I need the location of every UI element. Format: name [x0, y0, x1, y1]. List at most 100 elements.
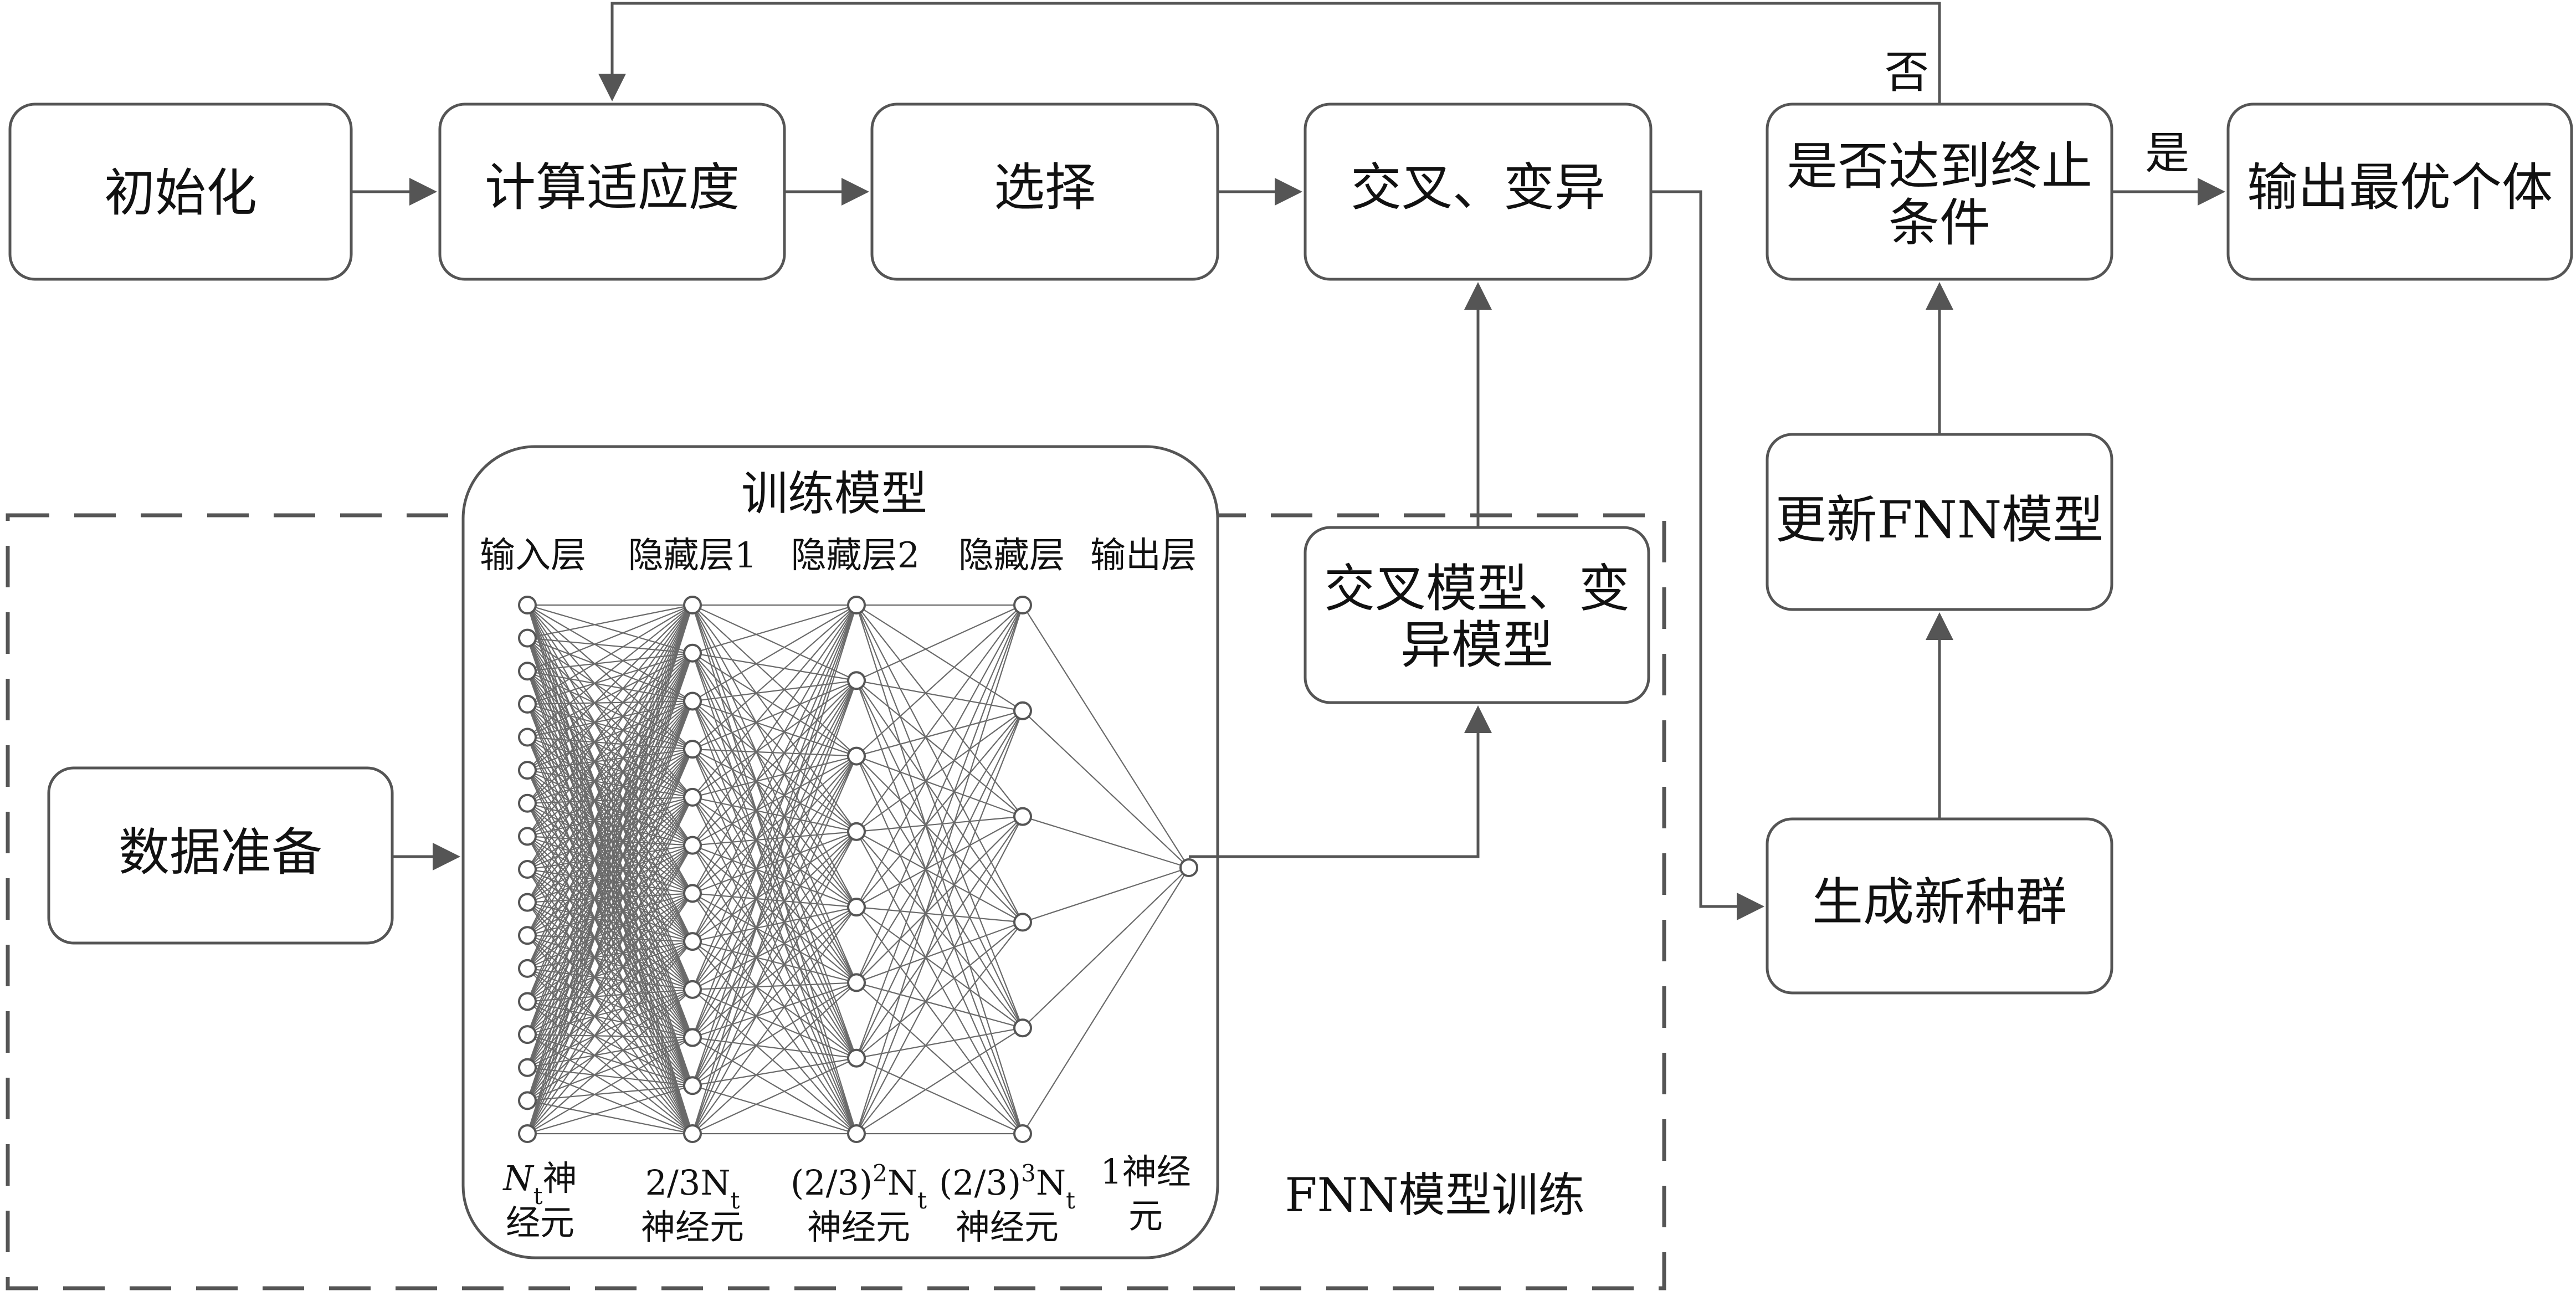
connection-l0-1-5: [527, 637, 693, 846]
connection-l1-6-1: [692, 680, 857, 894]
connection-l0-16-3: [526, 749, 694, 1134]
connection-l0-4-11: [526, 737, 694, 1134]
connection-l0-16-7: [527, 941, 693, 1134]
connection-l0-12-0: [526, 605, 694, 1002]
connection-l1-6-6: [692, 893, 857, 1059]
connection-l1-2-6: [692, 700, 857, 1059]
connection-l1-8-2: [692, 755, 857, 990]
connection-l1-0-6: [691, 605, 858, 1059]
connection-l1-4-1: [692, 680, 857, 798]
connection-l1-3-6: [692, 749, 857, 1059]
connection-l1-2-0: [692, 605, 857, 702]
connection-l1-4-5: [692, 797, 857, 983]
neuron-layer0-0: [518, 596, 537, 614]
connection-l0-15-1: [526, 653, 694, 1101]
connection-l3-4-0: [1022, 867, 1189, 1028]
neuron-layer1-6: [683, 884, 702, 903]
connection-l0-4-1: [527, 652, 693, 738]
connection-l0-16-2: [526, 701, 694, 1134]
connection-l2-2-3: [856, 755, 1023, 923]
connection-l0-1-3: [527, 637, 693, 750]
connection-l2-6-5: [856, 1057, 1023, 1135]
output-label: 输出最优个体: [2247, 158, 2553, 217]
connection-l0-3-0: [527, 605, 693, 705]
connection-l1-7-7: [692, 941, 857, 1134]
connection-l0-0-7: [527, 605, 693, 942]
connection-l2-4-2: [856, 816, 1023, 908]
new-population-label: 生成新种群: [1812, 873, 2067, 932]
connection-l0-4-6: [527, 736, 693, 894]
model-box-line2: 异模型: [1400, 616, 1553, 675]
connection-l2-1-3: [856, 680, 1023, 923]
connection-l0-10-6: [527, 893, 693, 936]
caption-input-line1: Nt神: [502, 1158, 577, 1210]
connection-l0-11-6: [527, 893, 693, 969]
data-prep-label: 数据准备: [119, 823, 322, 882]
neuron-layer2-3: [847, 822, 866, 841]
connection-l2-2-1: [856, 710, 1023, 757]
connection-l1-3-0: [692, 605, 857, 750]
neuron-layer0-9: [518, 893, 537, 912]
connection-l0-4-2: [527, 700, 693, 738]
connection-l0-16-9: [527, 1037, 693, 1134]
connection-l1-6-7: [692, 893, 857, 1134]
connection-l1-9-7: [692, 1037, 857, 1134]
connection-l1-0-3: [692, 605, 857, 832]
connection-l1-5-5: [692, 844, 857, 983]
caption-hidden2-line2: 神经元: [807, 1207, 910, 1247]
connection-l3-1-0: [1022, 710, 1189, 868]
neuron-layer0-1: [518, 628, 537, 648]
connection-l1-1-4: [692, 653, 857, 908]
connection-l0-6-6: [527, 802, 693, 894]
neuron-layer0-3: [518, 694, 537, 714]
connection-l1-6-3: [692, 831, 857, 894]
connection-l0-15-7: [527, 941, 693, 1102]
connection-l2-3-2: [856, 816, 1023, 832]
connection-l0-2-1: [527, 652, 693, 672]
neuron-layer2-6: [847, 1048, 866, 1068]
connection-l1-10-2: [692, 756, 857, 1086]
connection-l0-14-6: [527, 893, 693, 1068]
connection-l0-1-6: [527, 638, 693, 894]
connection-l1-3-7: [691, 749, 858, 1134]
neuron-layer0-10: [518, 926, 537, 945]
connection-l1-6-5: [692, 893, 857, 983]
connection-l1-9-2: [692, 756, 857, 1038]
connection-l0-5-11: [526, 770, 694, 1134]
neuron-layer3-2: [1013, 807, 1032, 826]
connection-l0-14-1: [526, 653, 694, 1068]
connection-l2-2-0: [856, 605, 1023, 757]
layer-headers: 输入层 隐藏层1 隐藏层2 隐藏层 输出层: [480, 535, 1197, 576]
connection-l2-6-3: [856, 921, 1023, 1059]
connection-l0-8-6: [527, 868, 693, 894]
connection-l0-0-5: [527, 605, 693, 846]
neuron-layer0-5: [518, 761, 537, 780]
neuron-layer0-6: [518, 793, 537, 813]
connection-l0-2-5: [527, 670, 693, 846]
connection-l1-4-0: [692, 605, 857, 798]
caption-hidden1-line1: 2/3Nt: [645, 1162, 740, 1214]
caption-input-line2: 经元: [506, 1202, 574, 1243]
connection-l1-9-3: [692, 831, 857, 1038]
connection-l0-1-0: [527, 604, 693, 639]
neuron-layer4-0: [1179, 858, 1198, 877]
connection-l1-5-4: [692, 844, 857, 908]
connection-l2-7-1: [855, 710, 1024, 1134]
connection-l0-0-2: [527, 605, 693, 702]
connection-l0-5-0: [527, 605, 693, 771]
fnn-training-section-label: FNN模型训练: [1285, 1168, 1584, 1222]
connection-l1-7-0: [692, 605, 857, 942]
connection-l2-7-2: [856, 816, 1023, 1134]
neuron-layer0-14: [518, 1058, 537, 1077]
connection-l2-5-2: [856, 816, 1023, 983]
connection-l0-5-2: [527, 700, 693, 771]
connection-l0-14-2: [526, 701, 694, 1068]
connection-l1-11-0: [691, 605, 858, 1134]
neuron-layer1-2: [683, 691, 702, 711]
connection-l0-0-1: [527, 604, 693, 654]
connection-l1-11-2: [691, 756, 858, 1134]
connection-l0-2-4: [527, 670, 693, 798]
layer-header-output: 输出层: [1090, 535, 1197, 576]
connection-l1-6-0: [692, 605, 857, 894]
connection-l2-1-1: [856, 680, 1023, 711]
